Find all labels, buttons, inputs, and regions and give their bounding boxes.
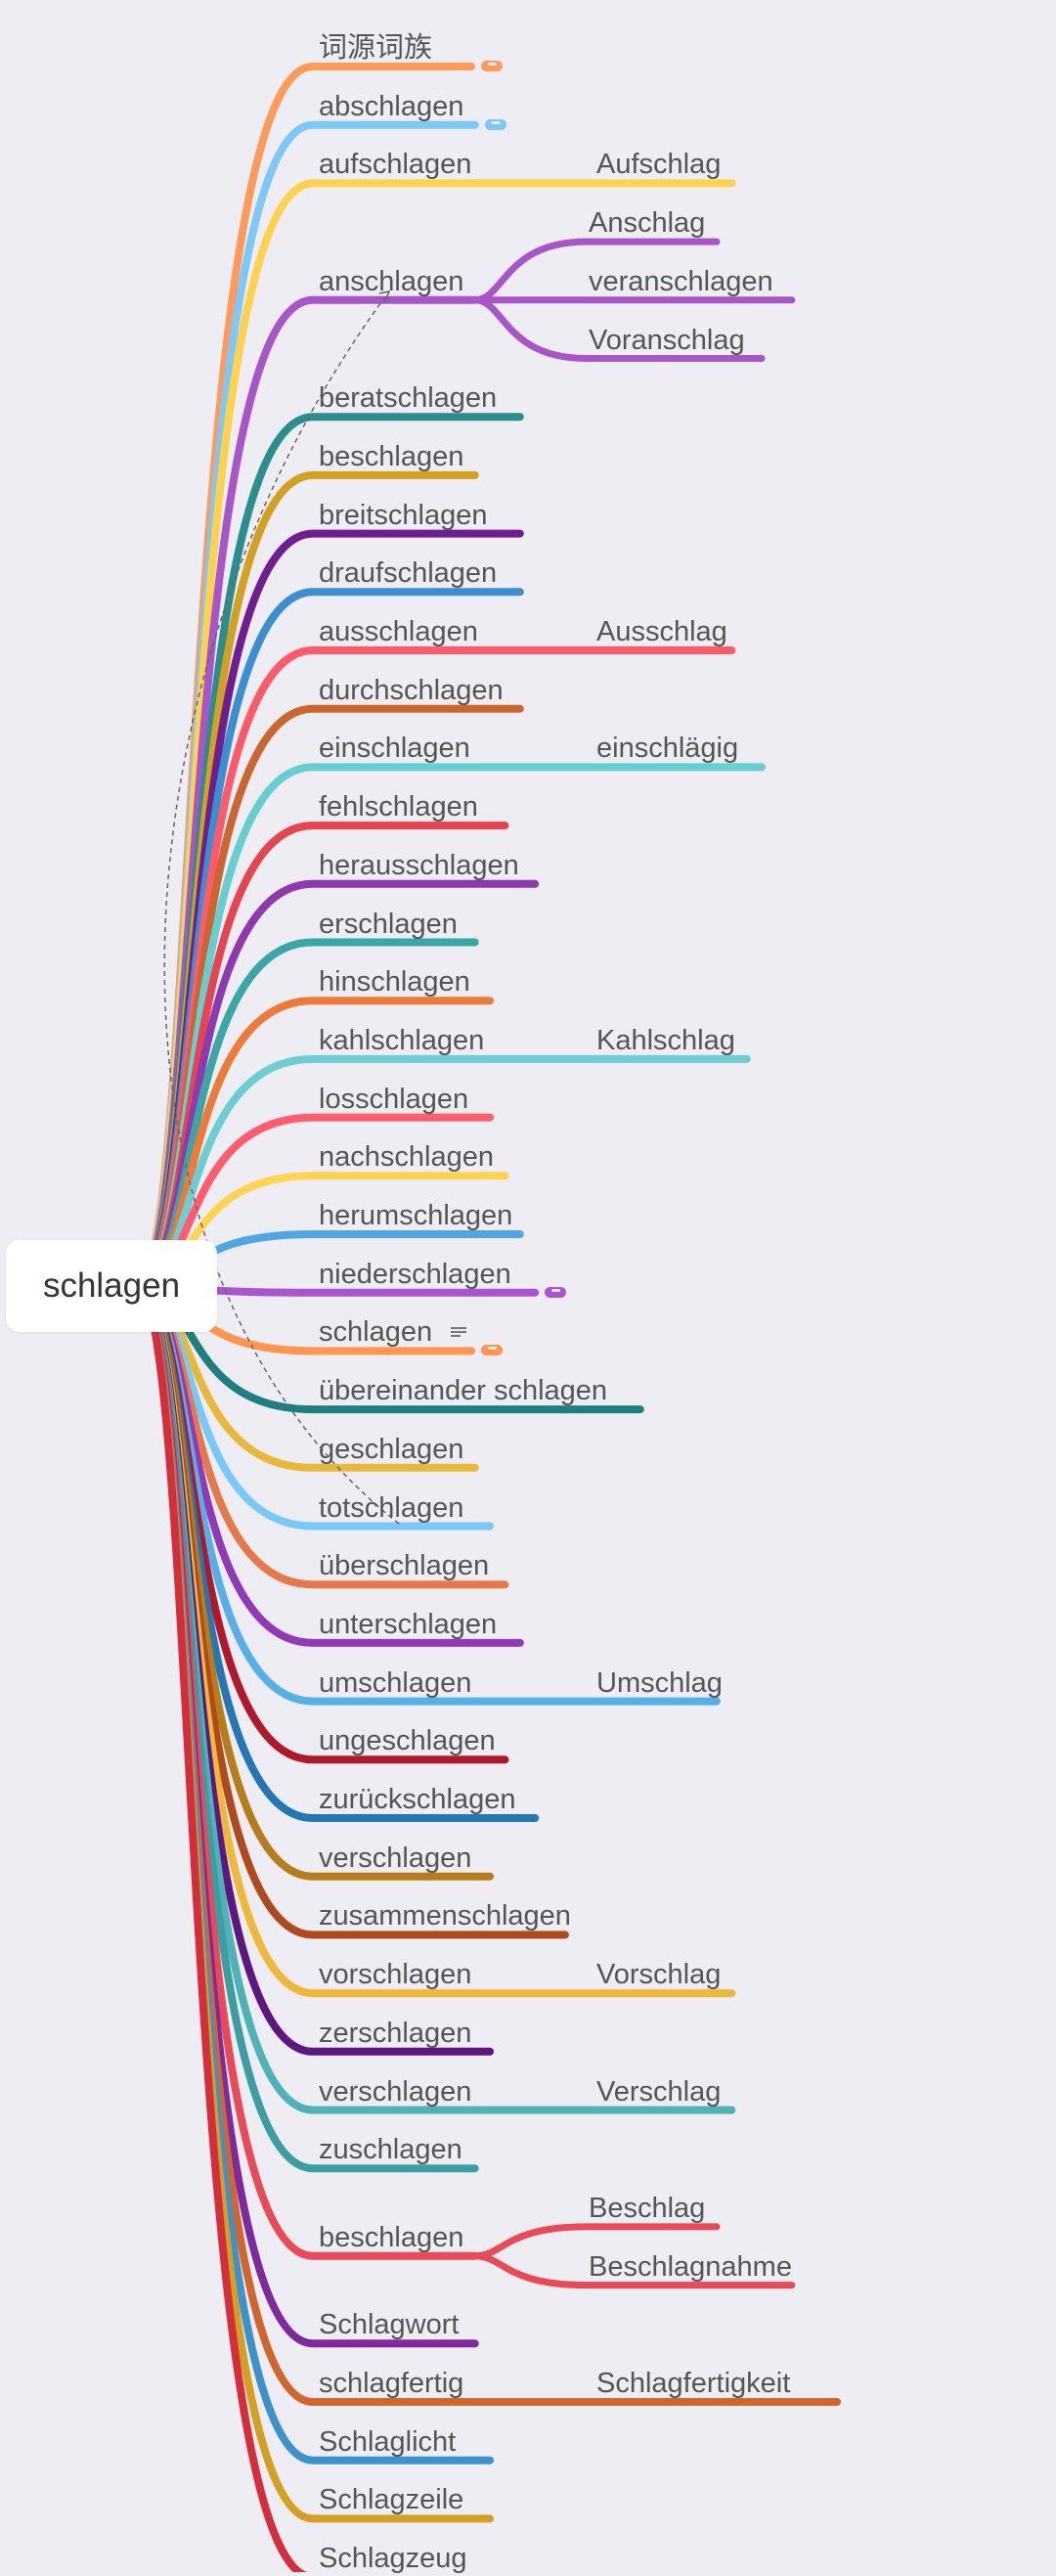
child-node-veranschlagen[interactable]: veranschlagen [589, 265, 773, 297]
child-node-vorschlag[interactable]: Vorschlag [596, 1959, 722, 1991]
child-branch-line [471, 2252, 796, 2289]
collapse-more-icon[interactable]: ••• [484, 117, 506, 130]
node-hinschlagen[interactable]: hinschlagen [319, 966, 470, 999]
node-beratschlagen[interactable]: beratschlagen [319, 382, 498, 415]
child-node-kahlschlag[interactable]: Kahlschlag [596, 1024, 735, 1056]
node-unterschlagen[interactable]: unterschlagen [319, 1608, 498, 1640]
node-draufschlagen[interactable]: draufschlagen [319, 557, 498, 590]
node-ungeschlagen[interactable]: ungeschlagen [319, 1725, 496, 1757]
node-breitschlagen[interactable]: breitschlagen [319, 499, 488, 531]
node-nachschlagen[interactable]: nachschlagen [319, 1141, 494, 1174]
child-node-beschlag[interactable]: Beschlag [589, 2192, 706, 2224]
root-label: schlagen [42, 1266, 181, 1305]
node-zuschlagen[interactable]: zuschlagen [319, 2134, 462, 2166]
relation-arrow-icon [378, 289, 391, 302]
node-schlagen[interactable]: schlagen [319, 1316, 433, 1349]
node-abschlagen[interactable]: abschlagen [319, 90, 464, 122]
node-ausschlagen[interactable]: ausschlagen [319, 616, 478, 647]
node-uebereinander-schlagen[interactable]: übereinander schlagen [319, 1375, 608, 1407]
node-schlaglicht[interactable]: Schlaglicht [319, 2425, 457, 2458]
child-node-ausschlag[interactable]: Ausschlag [596, 616, 727, 647]
node-umschlagen[interactable]: umschlagen [319, 1666, 472, 1699]
collapse-more-icon[interactable]: ••• [481, 60, 503, 71]
child-node-aufschlag[interactable]: Aufschlag [596, 149, 722, 181]
collapse-more-icon[interactable]: ••• [545, 1285, 567, 1298]
note-icon[interactable] [450, 1327, 466, 1341]
node-geschlagen[interactable]: geschlagen [319, 1433, 464, 1465]
node-schlagzeile[interactable]: Schlagzeile [319, 2484, 464, 2516]
node-losschlagen[interactable]: losschlagen [319, 1083, 469, 1115]
node-zerschlagen[interactable]: zerschlagen [319, 2017, 472, 2049]
node-einschlagen[interactable]: einschlagen [319, 733, 470, 765]
node-durchschlagen[interactable]: durchschlagen [319, 674, 504, 706]
child-node-umschlag[interactable]: Umschlag [596, 1666, 723, 1699]
child-node-beschlagnahme[interactable]: Beschlagnahme [589, 2250, 792, 2283]
node-schlagfertig[interactable]: schlagfertig [319, 2368, 464, 2399]
collapse-more-icon[interactable]: ••• [481, 1344, 503, 1356]
node-ueberschlagen[interactable]: überschlagen [319, 1550, 490, 1582]
node-herumschlagen[interactable]: herumschlagen [319, 1200, 513, 1231]
root-node[interactable]: schlagen [6, 1240, 217, 1332]
node-kahlschlagen[interactable]: kahlschlagen [319, 1024, 485, 1056]
node-aufschlagen[interactable]: aufschlagen [319, 149, 472, 181]
branch-line [133, 1282, 309, 2572]
node-verschlagen[interactable]: verschlagen [319, 1842, 472, 1874]
node-zusammenschlagen[interactable]: zusammenschlagen [319, 1900, 571, 1932]
node-anschlagen[interactable]: anschlagen [319, 265, 464, 297]
child-node-verschlag[interactable]: Verschlag [596, 2075, 722, 2108]
node-totschlagen[interactable]: totschlagen [319, 1491, 464, 1524]
node-fehlschlagen[interactable]: fehlschlagen [319, 791, 478, 823]
node-zurueckschlagen[interactable]: zurückschlagen [319, 1784, 516, 1815]
node-vorschlagen[interactable]: vorschlagen [319, 1959, 472, 1991]
child-branch-line [471, 296, 766, 362]
child-node-schlagfertigkeit[interactable]: Schlagfertigkeit [596, 2368, 791, 2399]
relation-dashed-line [163, 290, 400, 1525]
node-beschlagen[interactable]: beschlagen [319, 2221, 464, 2253]
node-erschlagen[interactable]: erschlagen [319, 908, 458, 940]
child-node-voranschlag[interactable]: Voranschlag [589, 324, 745, 356]
node-beschlagen[interactable]: beschlagen [319, 440, 464, 472]
child-node-einschlaegig[interactable]: einschlägig [596, 733, 739, 765]
node-schlagzeug[interactable]: Schlagzeug [319, 2543, 467, 2575]
node-verschlagen[interactable]: verschlagen [319, 2075, 472, 2108]
node-niederschlagen[interactable]: niederschlagen [319, 1258, 511, 1290]
node-schlagwort[interactable]: Schlagwort [319, 2309, 460, 2341]
node-node[interactable]: 词源词族 [319, 32, 433, 64]
node-herausschlagen[interactable]: herausschlagen [319, 849, 519, 881]
child-node-anschlag[interactable]: Anschlag [589, 207, 706, 240]
